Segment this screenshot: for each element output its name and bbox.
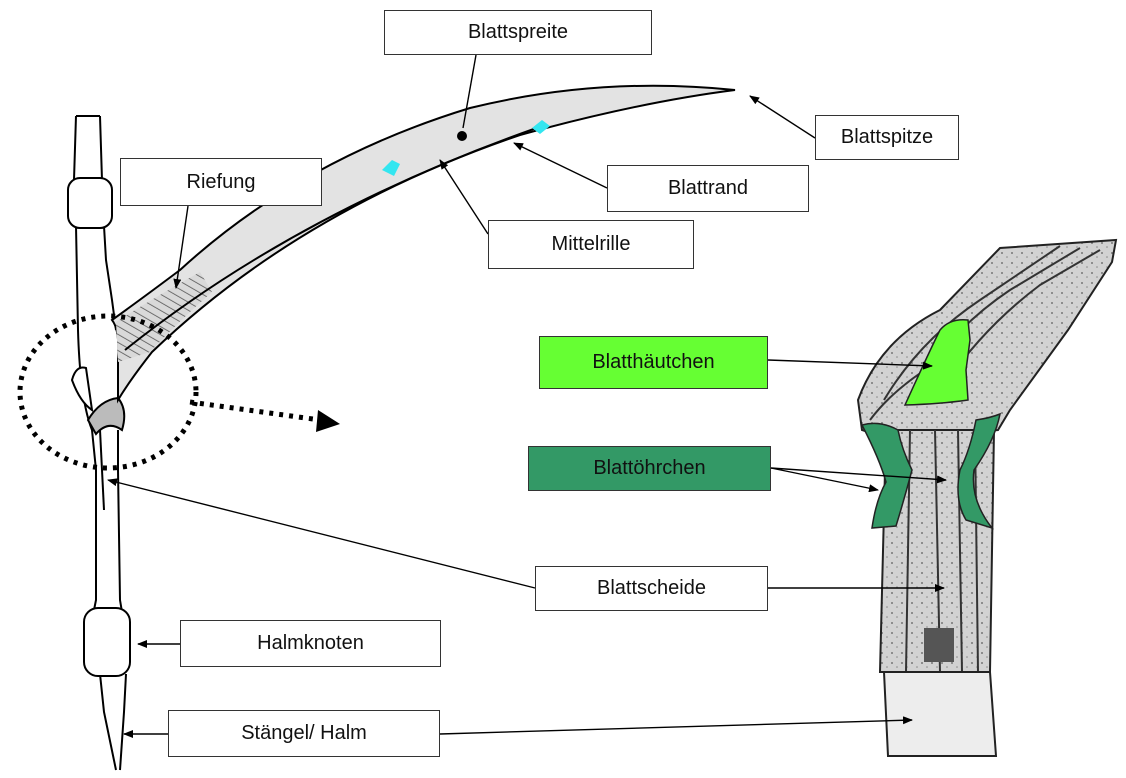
riefung-hatch — [116, 272, 212, 362]
arrow-mittelrille — [439, 159, 489, 235]
halm-knoten-node — [83, 607, 131, 677]
arrow-blattrand — [513, 142, 608, 189]
label-blattrand: Blattrand — [607, 165, 809, 212]
detail-arrow-line — [189, 399, 321, 423]
arrow-blattscheide-left — [107, 478, 536, 589]
label-blattscheide: Blattscheide — [535, 566, 768, 611]
arrow-staengel-right — [439, 716, 913, 735]
blatthaeutchen-shape — [903, 318, 971, 406]
leaf-blade — [110, 84, 736, 404]
mittelrille-line — [124, 124, 546, 351]
label-blatthaeutchen: Blatthäutchen — [539, 336, 768, 389]
label-arrows — [107, 54, 947, 738]
label-blattoehrchen: Blattöhrchen — [528, 446, 771, 491]
upper-node — [67, 177, 113, 229]
arrow-riefung — [173, 205, 189, 289]
leaf-base — [70, 366, 126, 436]
detail-circle — [17, 313, 199, 471]
label-blattspreite: Blattspreite — [384, 10, 652, 55]
arrow-blattspreite — [462, 54, 477, 129]
arrow-blattspitze — [749, 95, 816, 139]
label-riefung: Riefung — [120, 158, 322, 206]
arrow-blattoehrchen-1 — [770, 467, 879, 493]
highlight-mark-2 — [532, 120, 550, 134]
arrow-blatthaeutchen — [767, 359, 933, 370]
label-staengel: Stängel/ Halm — [168, 710, 440, 757]
blattoehrchen-right — [957, 412, 1001, 530]
arrow-blattoehrchen-2 — [770, 467, 947, 484]
label-mittelrille: Mittelrille — [488, 220, 694, 269]
label-blattspitze: Blattspitze — [815, 115, 959, 160]
label-halmknoten: Halmknoten — [180, 620, 441, 667]
highlight-mark-1 — [382, 160, 400, 176]
blattspreite-dot — [457, 131, 467, 141]
detail-arrow-head — [316, 410, 340, 432]
